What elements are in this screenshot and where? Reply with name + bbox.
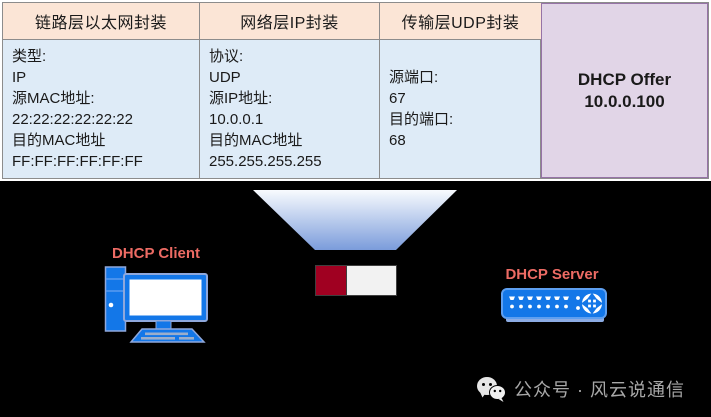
field-line: 目的端口: bbox=[389, 111, 454, 128]
header-link-layer: 链路层以太网封装 bbox=[3, 3, 200, 40]
dhcp-client-label: DHCP Client bbox=[111, 245, 201, 262]
field-line: FF:FF:FF:FF:FF:FF bbox=[12, 153, 143, 170]
dhcp-packet bbox=[315, 265, 397, 296]
field-line: 22:22:22:22:22:22 bbox=[12, 111, 133, 128]
field-line: 255.255.255.255 bbox=[209, 153, 322, 170]
packet-payload-segment bbox=[347, 266, 396, 295]
field-line: 源IP地址: bbox=[209, 90, 273, 107]
transport-layer-fields: 源端口: 67 目的端口: 68 bbox=[380, 40, 541, 178]
field-line: 目的MAC地址 bbox=[12, 132, 106, 149]
packet-header-segment bbox=[316, 266, 347, 295]
network-layer-fields: 协议: UDP 源IP地址: 10.0.0.1 目的MAC地址 255.255.… bbox=[200, 40, 380, 178]
watermark: 公众号 · 风云说通信 bbox=[476, 376, 685, 402]
wechat-icon bbox=[477, 376, 506, 402]
desktop-computer-icon bbox=[104, 266, 208, 343]
watermark-text: 公众号 · 风云说通信 bbox=[514, 380, 685, 400]
field-line: 67 bbox=[389, 90, 406, 107]
field-line: 10.0.0.1 bbox=[209, 111, 264, 128]
header-transport-layer: 传输层UDP封装 bbox=[380, 3, 541, 40]
field-line: IP bbox=[12, 69, 27, 86]
dhcp-server-label: DHCP Server bbox=[505, 266, 599, 283]
header-network-layer: 网络层IP封装 bbox=[200, 3, 380, 40]
payload-title: DHCP Offer bbox=[577, 69, 672, 89]
field-line: 目的MAC地址 bbox=[209, 132, 303, 149]
field-line: 类型: bbox=[12, 48, 47, 65]
link-layer-fields: 类型: IP 源MAC地址: 22:22:22:22:22:22 目的MAC地址… bbox=[3, 40, 200, 178]
field-line: 68 bbox=[389, 132, 406, 149]
field-line: UDP bbox=[209, 69, 241, 86]
encapsulation-table: 链路层以太网封装 网络层IP封装 传输层UDP封装 DHCP Offer 10.… bbox=[0, 0, 711, 181]
encapsulation-grid: 链路层以太网封装 网络层IP封装 传输层UDP封装 DHCP Offer 10.… bbox=[2, 2, 709, 179]
field-line: 协议: bbox=[209, 48, 244, 65]
dhcp-offer-payload-cell: DHCP Offer 10.0.0.100 bbox=[541, 3, 708, 178]
payload-address: 10.0.0.100 bbox=[584, 91, 665, 111]
funnel-shape bbox=[253, 190, 457, 250]
field-line: 源端口: bbox=[389, 69, 439, 86]
field-line: 源MAC地址: bbox=[12, 90, 95, 107]
router-switch-icon bbox=[501, 288, 607, 322]
